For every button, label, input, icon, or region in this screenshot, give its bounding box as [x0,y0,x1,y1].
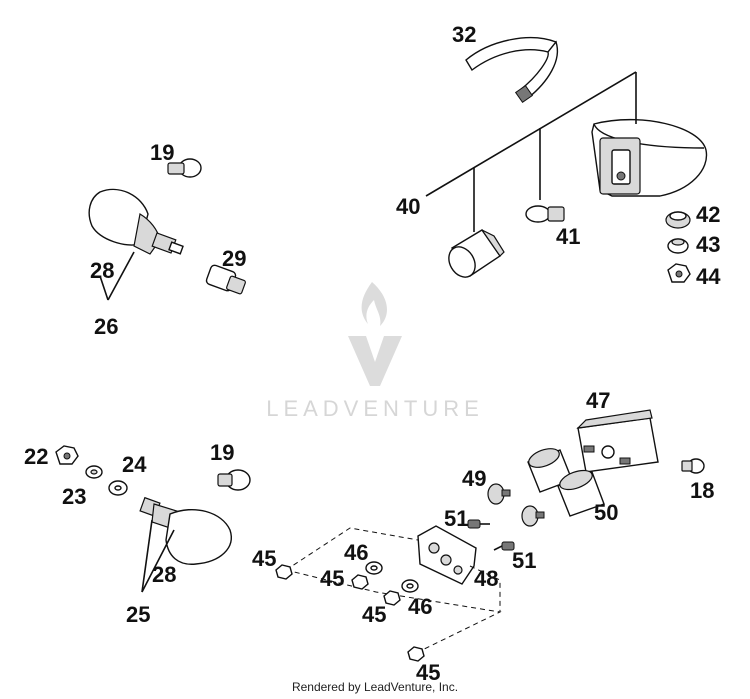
callout-45-a: 45 [252,546,276,571]
bulb-18 [681,458,705,474]
callout-44: 44 [696,264,721,289]
nut-45-c [383,590,401,606]
tail-light-housing [591,118,708,197]
callout-28-lower: 28 [152,562,176,587]
callout-48: 48 [474,566,498,591]
watermark-text: LEADVENTURE [266,396,484,421]
washer-46-a [365,561,383,575]
nut-45-b [351,574,369,590]
bulb-19-lower [217,469,251,491]
lock-washer-23 [85,465,103,479]
callout-22: 22 [24,444,48,469]
callout-41: 41 [556,224,580,249]
callout-29: 29 [222,246,246,271]
callout-47: 47 [586,388,610,413]
grommet-43 [667,238,689,254]
callout-43: 43 [696,232,720,257]
bracket-48 [417,525,477,585]
grommet-42 [665,211,691,229]
callout-18: 18 [690,478,714,503]
bulb-19-upper [167,158,202,178]
callout-24: 24 [122,452,147,477]
callout-46-a: 46 [344,540,368,565]
watermark-logo [348,282,402,386]
callout-28-upper: 28 [90,258,114,283]
callout-45-c: 45 [362,602,386,627]
callout-25: 25 [126,602,150,627]
callout-42: 42 [696,202,720,227]
bulb-41 [525,205,565,223]
wiring-harness-40 [425,71,637,232]
callout-19-lower: 19 [210,440,234,465]
callout-46-b: 46 [408,594,432,619]
callout-45-d: 45 [416,660,440,685]
gasket-strip-32 [465,36,558,104]
dashed-routing [285,527,502,655]
callout-51-lower: 51 [512,548,536,573]
turn-signal-25 [139,496,232,565]
rubber-mount-49 [487,483,545,527]
washer-46-b [401,579,419,593]
callout-45-b: 45 [320,566,344,591]
callout-51-upper: 51 [444,506,468,531]
nut-45-a [275,564,293,580]
rubber-buffer-50 [527,448,605,517]
nut-45-d [407,646,425,662]
callout-40: 40 [396,194,420,219]
callout-49: 49 [462,466,486,491]
nut-22 [55,445,79,465]
turn-signal-26 [88,188,184,255]
callout-23: 23 [62,484,86,509]
callout-32: 32 [452,22,476,47]
footer-credit: Rendered by LeadVenture, Inc. [291,680,459,694]
tail-light-47 [576,409,659,473]
nut-44 [667,263,691,283]
bulb-socket-40 [448,229,505,278]
leader-lines-26 [99,251,135,301]
bulb-socket-29 [205,264,246,295]
callout-19-upper: 19 [150,140,174,165]
leader-lines-25 [141,519,175,593]
callout-26: 26 [94,314,118,339]
screw-51 [467,519,515,551]
callout-50: 50 [594,500,618,525]
washer-24 [108,480,128,496]
